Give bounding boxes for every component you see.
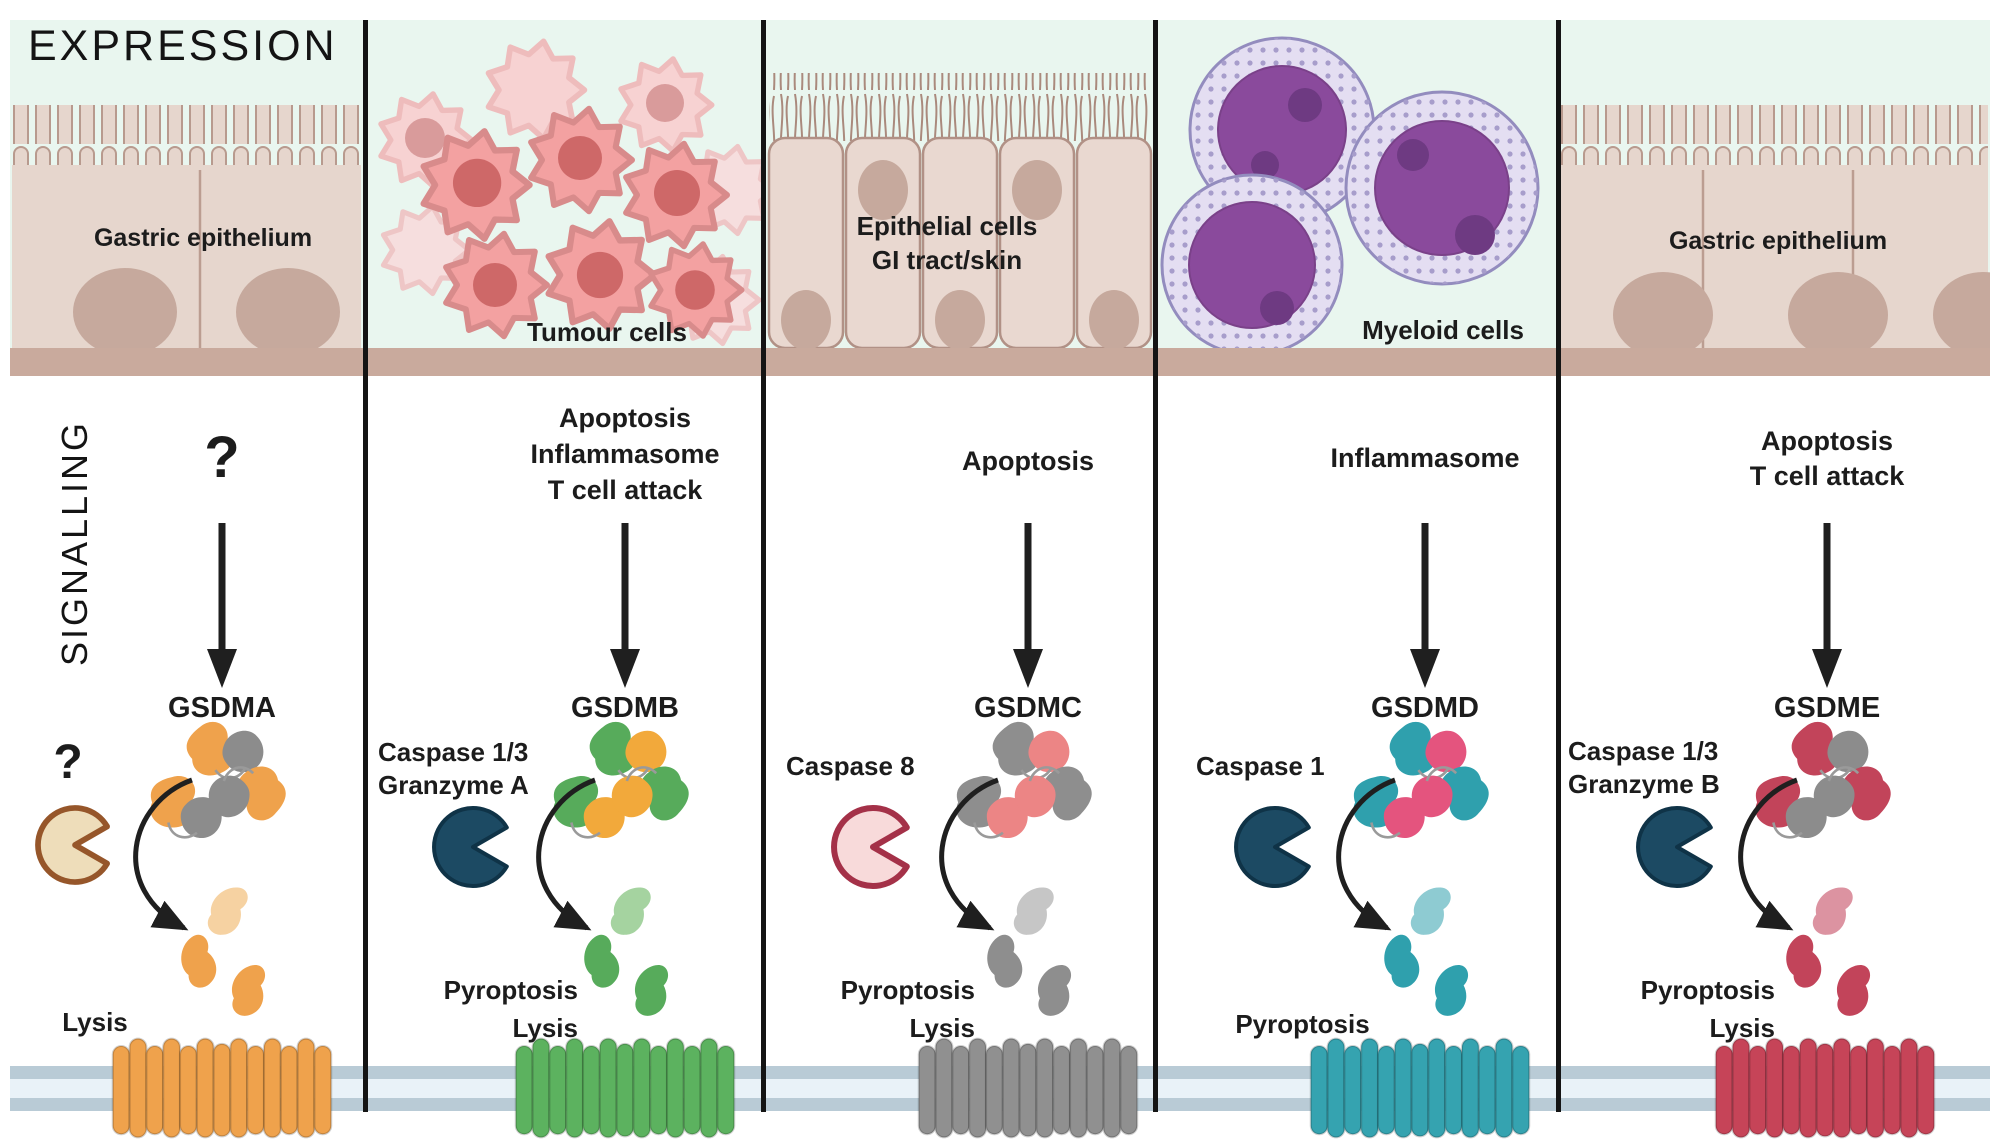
signalling-section-title: SIGNALLING [54, 419, 95, 667]
cell-type-label-gsdmb: Tumour cells [527, 317, 687, 347]
outcome-label-lysis-gsdma: Lysis [62, 1007, 128, 1037]
cleaved-fragment [1033, 961, 1075, 1019]
cleaved-fragment [1430, 961, 1472, 1019]
signal-trigger-gsdmb: Apoptosis Inflammasome T cell attack [515, 401, 735, 509]
cleaved-fragment [1007, 879, 1059, 941]
signal-line: T cell attack [547, 474, 703, 505]
cell-type-label-gsdmc: Epithelial cells GI tract/skin [787, 210, 1107, 278]
epithelial-cells-illustration [767, 73, 1153, 348]
signal-line: T cell attack [1749, 461, 1905, 492]
outcome-label-lysis-gsdmb: Lysis [512, 1013, 578, 1043]
signal-line: Apoptosis [1761, 426, 1893, 456]
protease-line: Caspase 1/3 [1568, 736, 1719, 766]
expression-section-title: EXPRESSION [28, 22, 338, 70]
protease-pacman-icon [834, 808, 907, 886]
signal-trigger-gsdmd: Inflammasome [1330, 443, 1520, 473]
down-arrow-icon [1812, 523, 1842, 688]
cell-label-line: GI tract/skin [871, 244, 1023, 275]
gastric-epithelium-illustration [1560, 105, 1990, 348]
cleaved-fragment [227, 961, 269, 1019]
protease-line: Granzyme B [1568, 768, 1720, 799]
membrane-pore [1714, 1037, 1936, 1139]
outcome-label-lysis-gsdmc: Lysis [909, 1013, 975, 1043]
cleaved-fragment [604, 879, 656, 941]
protease-pacman-icon [434, 808, 507, 886]
cleaved-fragment [1832, 961, 1874, 1019]
protease-line: Granzyme A [378, 769, 529, 800]
myeloid-cell [1160, 173, 1344, 348]
basement-membrane-band [10, 348, 1990, 376]
outcome-label-pyroptosis-gsdmb: Pyroptosis [443, 975, 578, 1005]
cell-type-label-gsdma: Gastric epithelium [93, 224, 313, 252]
gasdermin-label-gsdmc: GSDMC [974, 692, 1082, 724]
column-divider [1556, 20, 1561, 1112]
protease-label-gsdmb: Caspase 1/3 Granzyme A [378, 736, 563, 801]
gasdermin-label-gsdme: GSDME [1773, 692, 1881, 724]
column-divider [1153, 20, 1158, 1112]
gasdermin-label-gsdmb: GSDMB [571, 692, 679, 724]
protease-label-gsdma: ? [53, 736, 83, 789]
cleaved-fragment [630, 961, 672, 1019]
membrane-pore [1309, 1037, 1531, 1139]
gasdermin-label-gsdmd: GSDMD [1371, 692, 1479, 724]
cell-type-label-gsdmd: Myeloid cells [1362, 315, 1524, 345]
outcome-label-pyroptosis-gsdmd: Pyroptosis [1235, 1009, 1370, 1039]
down-arrow-icon [1410, 523, 1440, 688]
myeloid-cell [1344, 90, 1540, 286]
tumour-cells-illustration [365, 20, 761, 348]
protease-pacman-icon [1236, 808, 1309, 886]
signal-line: Apoptosis [559, 403, 691, 433]
gastric-epithelium-illustration [12, 105, 361, 348]
outcome-label-pyroptosis-gsdme: Pyroptosis [1640, 975, 1775, 1005]
cleaved-fragment [1806, 879, 1858, 941]
protease-label-gsdmc: Caspase 8 [786, 751, 915, 781]
down-arrow-icon [207, 523, 237, 688]
signal-trigger-gsdme: Apoptosis T cell attack [1727, 424, 1927, 494]
membrane-pore [111, 1037, 333, 1139]
outcome-label-lysis-gsdme: Lysis [1709, 1013, 1775, 1043]
cleaved-fragment [981, 932, 1027, 992]
cell-label-line: Epithelial cells [856, 211, 1038, 241]
cleaved-fragment [1780, 932, 1826, 992]
column-divider [761, 20, 766, 1112]
signal-trigger-gsdma: ? [204, 425, 240, 490]
tumour-cell-front-row [424, 109, 742, 336]
membrane-pore [917, 1037, 1139, 1139]
gasdermin-label-gsdma: GSDMA [168, 692, 276, 724]
tumour-cell-back-row [381, 41, 761, 343]
outcome-label-pyroptosis-gsdmc: Pyroptosis [840, 975, 975, 1005]
protease-pacman-icon [37, 807, 108, 883]
cleaved-fragment [201, 879, 253, 941]
cleaved-fragment [175, 932, 221, 992]
cleaved-fragment [1404, 879, 1456, 941]
column-divider [363, 20, 368, 1112]
protease-pacman-icon [1638, 808, 1711, 886]
protease-line: Caspase 1/3 [378, 737, 529, 767]
signal-trigger-gsdmc: Apoptosis [962, 446, 1094, 476]
cleaved-fragment [1378, 932, 1424, 992]
membrane-pore [514, 1037, 736, 1139]
cell-type-label-gsdme: Gastric epithelium [1668, 227, 1888, 255]
down-arrow-icon [610, 523, 640, 688]
myeloid-cells-illustration [1160, 36, 1540, 348]
protease-label-gsdme: Caspase 1/3 Granzyme B [1568, 735, 1758, 800]
protease-label-gsdmd: Caspase 1 [1196, 751, 1325, 781]
down-arrow-icon [1013, 523, 1043, 688]
cleaved-fragment [578, 932, 624, 992]
signal-line: Inflammasome [530, 438, 720, 469]
